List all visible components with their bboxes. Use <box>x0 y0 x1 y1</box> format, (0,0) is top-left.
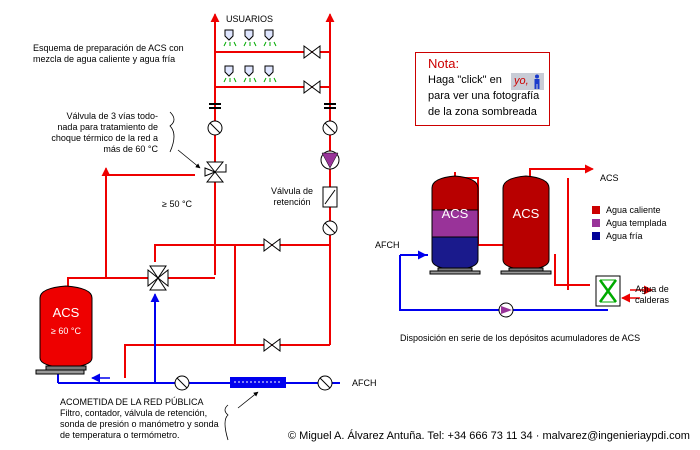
main-tank-temperature: ≥ 60 °C <box>50 326 82 336</box>
note-title: Nota: <box>428 56 460 71</box>
legend-cold-label: Agua fría <box>606 231 643 241</box>
main-tank-label: ACS <box>52 305 80 320</box>
note-line2: para ver una fotografía <box>428 90 540 102</box>
note-line1: Haga "click" en <box>428 74 502 86</box>
series-caption: Disposición en serie de los depósitos ac… <box>400 333 641 343</box>
footer-credit: © Miguel A. Álvarez Antuña. Tel: +34 666… <box>288 430 690 442</box>
acometida-title: ACOMETIDA DE LA RED PÚBLICA <box>60 397 204 407</box>
legend-tempered-swatch <box>592 219 600 227</box>
tank-a-label: ACS <box>441 206 469 221</box>
tank-b-label: ACS <box>512 206 540 221</box>
temperature-50-label: ≥ 50 °C <box>162 199 193 209</box>
series-pump <box>498 302 514 318</box>
legend-cold-swatch <box>592 232 600 240</box>
heat-exchanger <box>595 275 621 307</box>
three-way-valve-note: Válvula de 3 vías todo-nada para tratami… <box>51 111 158 154</box>
three-way-valve <box>204 161 227 183</box>
agua-calderas-label: Agua de calderas <box>634 284 670 305</box>
check-valve-label: Válvula de retención <box>270 186 314 207</box>
afch-main-label: AFCH <box>352 378 377 388</box>
mixing-valve <box>147 265 169 291</box>
acs-right-label: ACS <box>600 173 619 183</box>
water-drops <box>223 41 277 83</box>
legend-tempered-label: Agua templada <box>606 218 667 228</box>
acometida-description: Filtro, contador, válvula de retención, … <box>60 408 219 440</box>
riser-instruments <box>174 120 338 391</box>
series-tank-a <box>429 175 481 275</box>
scheme-title: Esquema de preparación de ACS con mezcla… <box>33 43 184 64</box>
main-acs-tank <box>35 285 93 375</box>
legend-hot-swatch <box>592 206 600 214</box>
hot-arrows <box>101 13 335 200</box>
circulation-pump <box>320 150 340 170</box>
gate-valves <box>263 45 321 352</box>
check-valve-symbol <box>322 186 338 208</box>
photo-link[interactable]: yo, <box>511 73 544 90</box>
note-line3: de la zona sombreada <box>428 106 537 118</box>
cold-pipes <box>57 300 340 384</box>
afch-right-label: AFCH <box>375 240 400 250</box>
legend-hot-label: Agua caliente <box>606 205 661 215</box>
series-tank-b <box>500 175 552 275</box>
photo-link-text[interactable]: yo, <box>514 75 529 87</box>
usuarios-label: USUARIOS <box>226 14 274 24</box>
note-box: Nota: Haga "click" en yo, para ver una f… <box>415 52 550 126</box>
person-icon[interactable] <box>532 74 542 89</box>
shower-heads <box>224 29 274 77</box>
